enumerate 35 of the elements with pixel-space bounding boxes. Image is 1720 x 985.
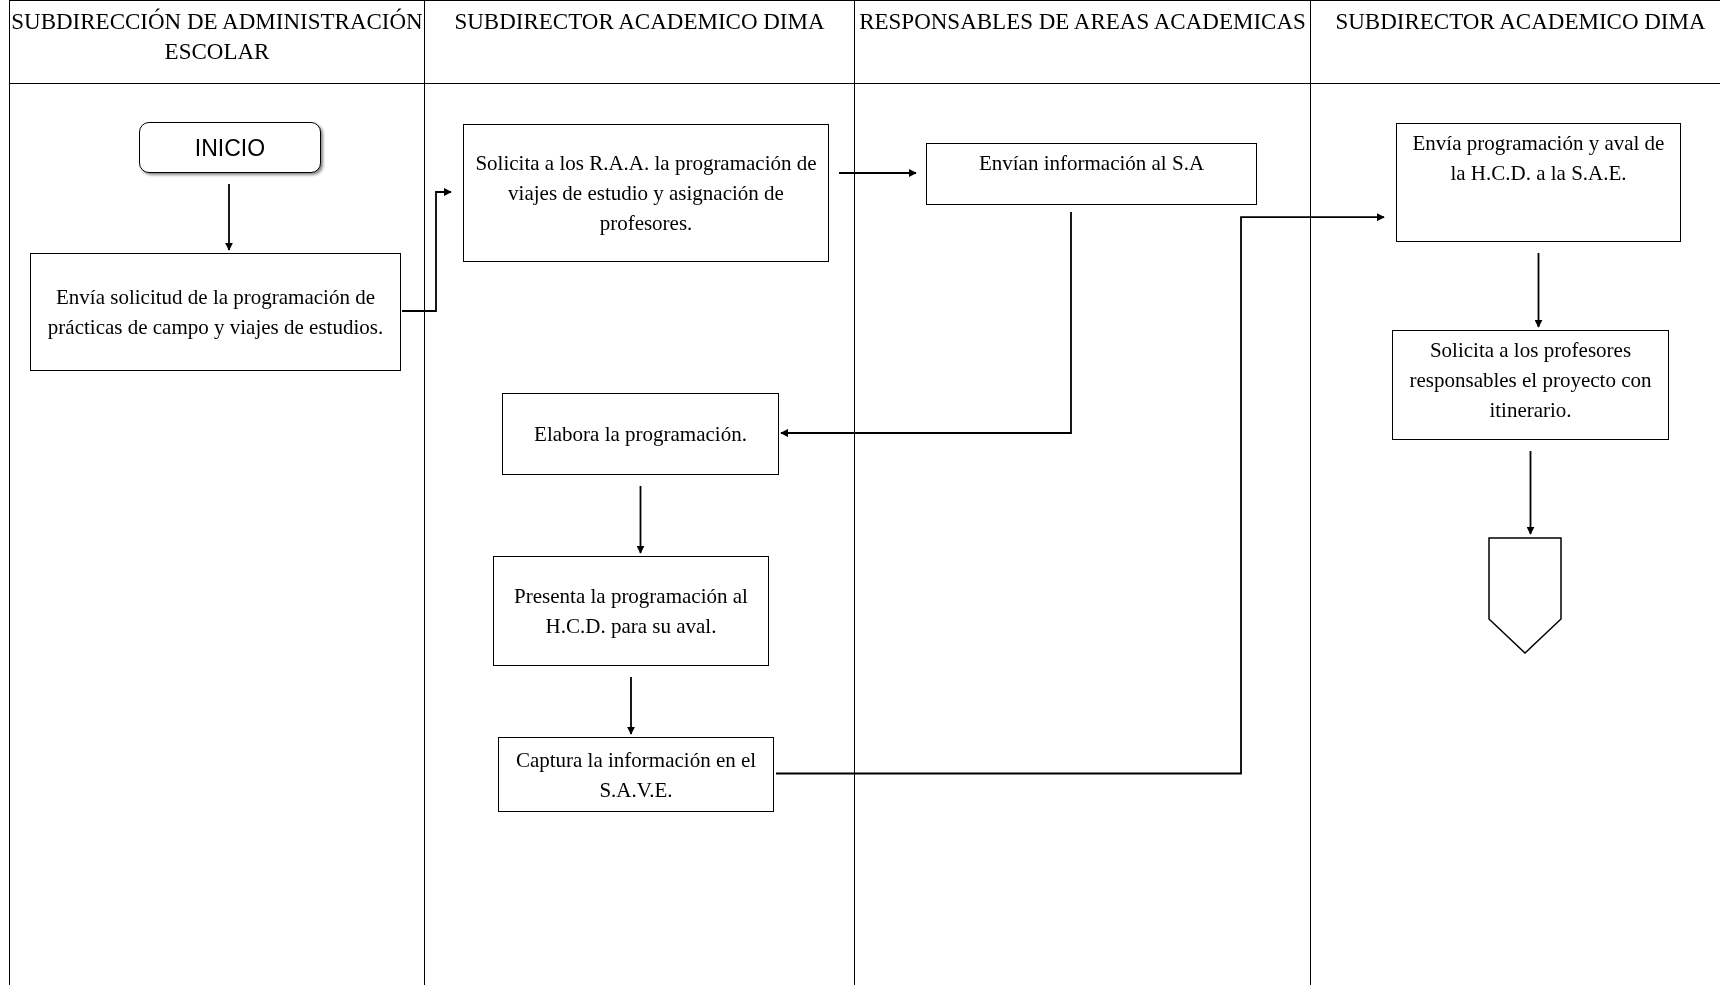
arrow — [780, 211, 1072, 437]
arrow — [636, 485, 645, 554]
lane-header: SUBDIRECTOR ACADEMICO DIMA — [1335, 8, 1706, 36]
box-text: Envía programación y aval de la H.C.D. a la S.A.E. — [1411, 130, 1666, 187]
process-box — [926, 143, 1257, 205]
box-text: Envían información al S.A — [978, 150, 1205, 177]
lane-header: RESPONSABLES DE AREAS ACADEMICAS — [859, 8, 1306, 36]
box-text: Solicita a los R.A.A. la programación de viajes de estudio y asignación de profesores. — [474, 150, 818, 237]
process-box — [1396, 123, 1681, 242]
process-box — [463, 124, 829, 262]
arrow — [775, 213, 1385, 775]
off-page-connector — [1488, 537, 1562, 654]
arrow — [1526, 450, 1535, 535]
box-text: Solicita a los profesores responsables el proyecto con itinerario. — [1408, 337, 1653, 424]
swimlane — [425, 0, 855, 985]
box-text: Envía solicitud de la programación de prácticas de campo y viajes de estudios. — [46, 284, 385, 341]
box-text: INICIO — [194, 133, 266, 163]
arrow — [1534, 252, 1543, 328]
arrow — [225, 183, 233, 251]
arrow — [627, 676, 635, 735]
box-text: Presenta la programación al H.C.D. para su aval. — [513, 583, 749, 640]
box-text: Elabora la programación. — [534, 421, 747, 448]
lane-header: SUBDIRECTOR ACADEMICO DIMA — [454, 8, 825, 36]
process-box — [502, 393, 779, 475]
arrow — [401, 188, 452, 312]
process-box — [1392, 330, 1669, 440]
swimlane — [9, 0, 425, 985]
box-text: Captura la información en el S.A.V.E. — [514, 746, 758, 804]
swimlane — [855, 0, 1311, 985]
process-box — [30, 253, 401, 371]
start-terminator — [139, 122, 321, 173]
process-box — [498, 737, 774, 812]
lane-header: SUBDIRECCIÓN DE ADMINISTRACIÓN ESCOLAR — [10, 7, 424, 66]
arrow — [838, 169, 917, 177]
process-box — [493, 556, 769, 666]
